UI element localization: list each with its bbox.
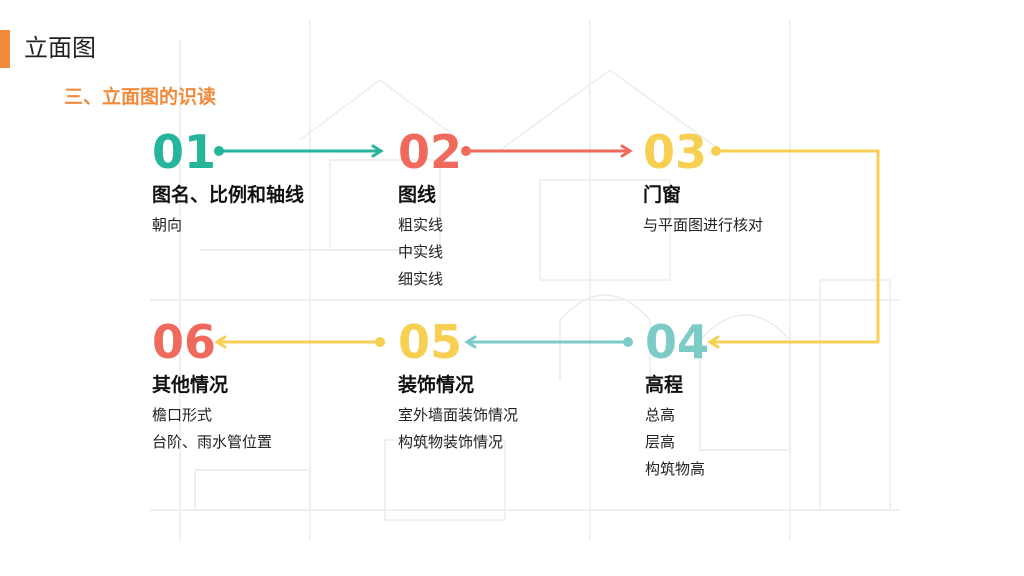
step-number: 02 bbox=[398, 125, 463, 179]
arrow-02-to-03 bbox=[461, 144, 633, 158]
step-number: 01 bbox=[152, 125, 217, 179]
step-number: 06 bbox=[152, 315, 217, 369]
step-title: 图名、比例和轴线 bbox=[152, 184, 305, 206]
step-03: 03 门窗 与平面图进行核对 bbox=[643, 128, 763, 239]
step-title: 门窗 bbox=[643, 184, 682, 206]
step-item: 层高 bbox=[645, 433, 676, 451]
step-01: 01 图名、比例和轴线 朝向 bbox=[152, 128, 304, 239]
step-item: 粗实线 bbox=[398, 216, 444, 234]
arrow-01-to-02 bbox=[214, 144, 384, 158]
arrow-03-to-04 bbox=[707, 146, 880, 349]
step-number: 03 bbox=[643, 125, 708, 179]
step-item: 台阶、雨水管位置 bbox=[152, 433, 273, 451]
step-item: 中实线 bbox=[398, 243, 444, 261]
step-05: 05 装饰情况 室外墙面装饰情况 构筑物装饰情况 bbox=[398, 318, 518, 456]
step-item: 室外墙面装饰情况 bbox=[398, 406, 519, 424]
step-number: 05 bbox=[398, 315, 463, 369]
step-item: 构筑物高 bbox=[645, 460, 706, 478]
step-06: 06 其他情况 檐口形式 台阶、雨水管位置 bbox=[152, 318, 272, 456]
step-title: 其他情况 bbox=[152, 374, 229, 396]
arrow-05-to-06 bbox=[214, 335, 385, 349]
step-title: 图线 bbox=[398, 184, 437, 206]
step-item: 细实线 bbox=[398, 270, 444, 288]
arrow-04-to-05 bbox=[464, 335, 633, 349]
step-item: 总高 bbox=[645, 406, 676, 424]
step-item: 朝向 bbox=[152, 216, 183, 234]
step-02: 02 图线 粗实线 中实线 细实线 bbox=[398, 128, 462, 293]
step-number: 04 bbox=[645, 315, 710, 369]
step-item: 檐口形式 bbox=[152, 406, 213, 424]
step-title: 高程 bbox=[645, 374, 684, 396]
step-04: 04 高程 总高 层高 构筑物高 bbox=[645, 318, 709, 483]
section-subtitle: 三、立面图的识读 bbox=[64, 86, 217, 108]
step-title: 装饰情况 bbox=[398, 374, 475, 396]
step-item: 构筑物装饰情况 bbox=[398, 433, 504, 451]
title-accent-bar bbox=[0, 30, 10, 68]
page-title: 立面图 bbox=[24, 34, 96, 62]
step-item: 与平面图进行核对 bbox=[643, 216, 764, 234]
